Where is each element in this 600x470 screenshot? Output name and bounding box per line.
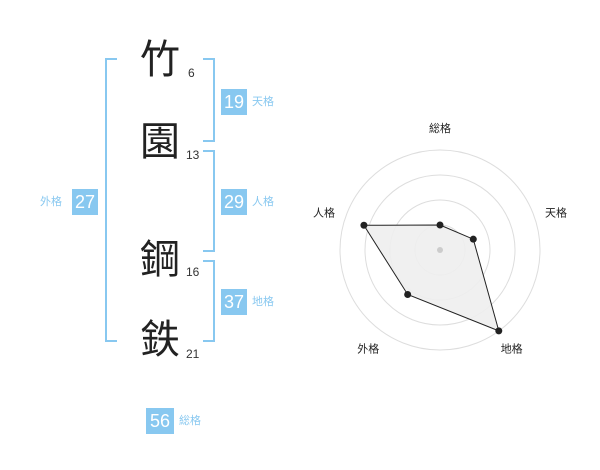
radar-point-2 — [469, 235, 477, 243]
chikaku-label: 地格 — [252, 295, 274, 308]
radar-axis-label-4: 外格 — [357, 342, 379, 356]
soukaku-badge: 56 — [146, 408, 174, 434]
radar-point-1 — [436, 221, 444, 229]
chikaku-badge: 37 — [221, 289, 247, 315]
name-char-2: 園 — [140, 119, 180, 165]
radar-axis-label-2: 天格 — [545, 205, 567, 219]
stroke-count-4: 21 — [186, 347, 200, 361]
soukaku-label: 総格 — [179, 414, 201, 427]
radar-axis-label-5: 人格 — [313, 205, 335, 219]
radar-ring-4 — [339, 149, 541, 351]
jinkaku-label: 人格 — [252, 195, 274, 208]
radar-center-dot — [437, 247, 443, 253]
radar-axis-label-1: 総格 — [429, 121, 451, 135]
radar-polygon — [362, 224, 500, 332]
name-char-4: 鉄 — [140, 317, 180, 363]
stroke-count-1: 6 — [188, 66, 195, 80]
jinkaku-badge: 29 — [221, 189, 247, 215]
jinkaku-bracket — [203, 150, 215, 252]
gaikaku-bracket — [105, 58, 117, 342]
radar-point-5 — [360, 221, 368, 229]
tenkaku-bracket — [203, 58, 215, 142]
radar-point-4 — [404, 290, 412, 298]
gaikaku-badge: 27 — [72, 189, 98, 215]
stroke-count-3: 16 — [186, 265, 200, 279]
radar-point-3 — [495, 327, 503, 335]
name-char-1: 竹 — [140, 37, 180, 83]
stroke-count-2: 13 — [186, 148, 200, 162]
radar-axis-label-3: 地格 — [501, 342, 523, 356]
radar-ring-3 — [364, 174, 516, 326]
tenkaku-label: 天格 — [252, 95, 274, 108]
tenkaku-badge: 19 — [221, 89, 247, 115]
chikaku-bracket — [203, 260, 215, 342]
name-char-3: 鋼 — [140, 237, 180, 283]
gaikaku-label: 外格 — [40, 195, 62, 208]
